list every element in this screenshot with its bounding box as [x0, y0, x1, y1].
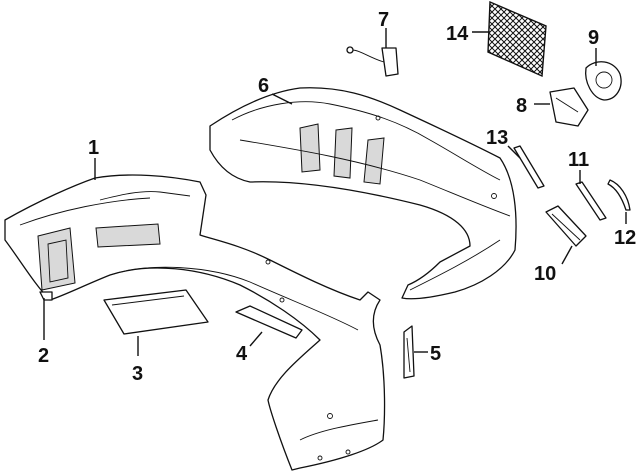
callout-4: 4 — [236, 343, 248, 365]
bracket-part-2[interactable] — [39, 291, 53, 301]
callout-11: 11 — [568, 149, 589, 171]
mesh-panel-part-14[interactable] — [487, 0, 547, 78]
callout-10: 10 — [534, 263, 556, 285]
callout-8: 8 — [516, 95, 527, 117]
callout-6: 6 — [258, 75, 269, 97]
molding-part-11[interactable] — [575, 181, 607, 221]
callout-9: 9 — [588, 27, 599, 49]
callout-5: 5 — [430, 343, 441, 365]
bracket-part-12[interactable] — [607, 179, 631, 211]
callout-14: 14 — [446, 23, 469, 45]
strip-part-4[interactable] — [235, 305, 303, 339]
trim-part-13[interactable] — [513, 145, 545, 189]
bumper-cover-lower[interactable] — [4, 174, 386, 471]
sensor-part-7[interactable] — [346, 46, 399, 77]
grille-part-10[interactable] — [545, 205, 587, 247]
callout-2: 2 — [38, 345, 49, 367]
callout-13: 13 — [486, 127, 508, 149]
leader-lines — [43, 28, 627, 356]
callout-3: 3 — [132, 363, 143, 385]
plate-part-3[interactable] — [103, 289, 209, 335]
reflector-part-5[interactable] — [403, 325, 415, 379]
callout-7: 7 — [378, 9, 389, 31]
bumper-cover-upper[interactable] — [209, 87, 517, 300]
housing-part-8[interactable] — [549, 87, 589, 127]
callout-1: 1 — [88, 137, 99, 159]
bracket-part-9[interactable] — [585, 61, 622, 101]
callout-12: 12 — [614, 227, 636, 249]
